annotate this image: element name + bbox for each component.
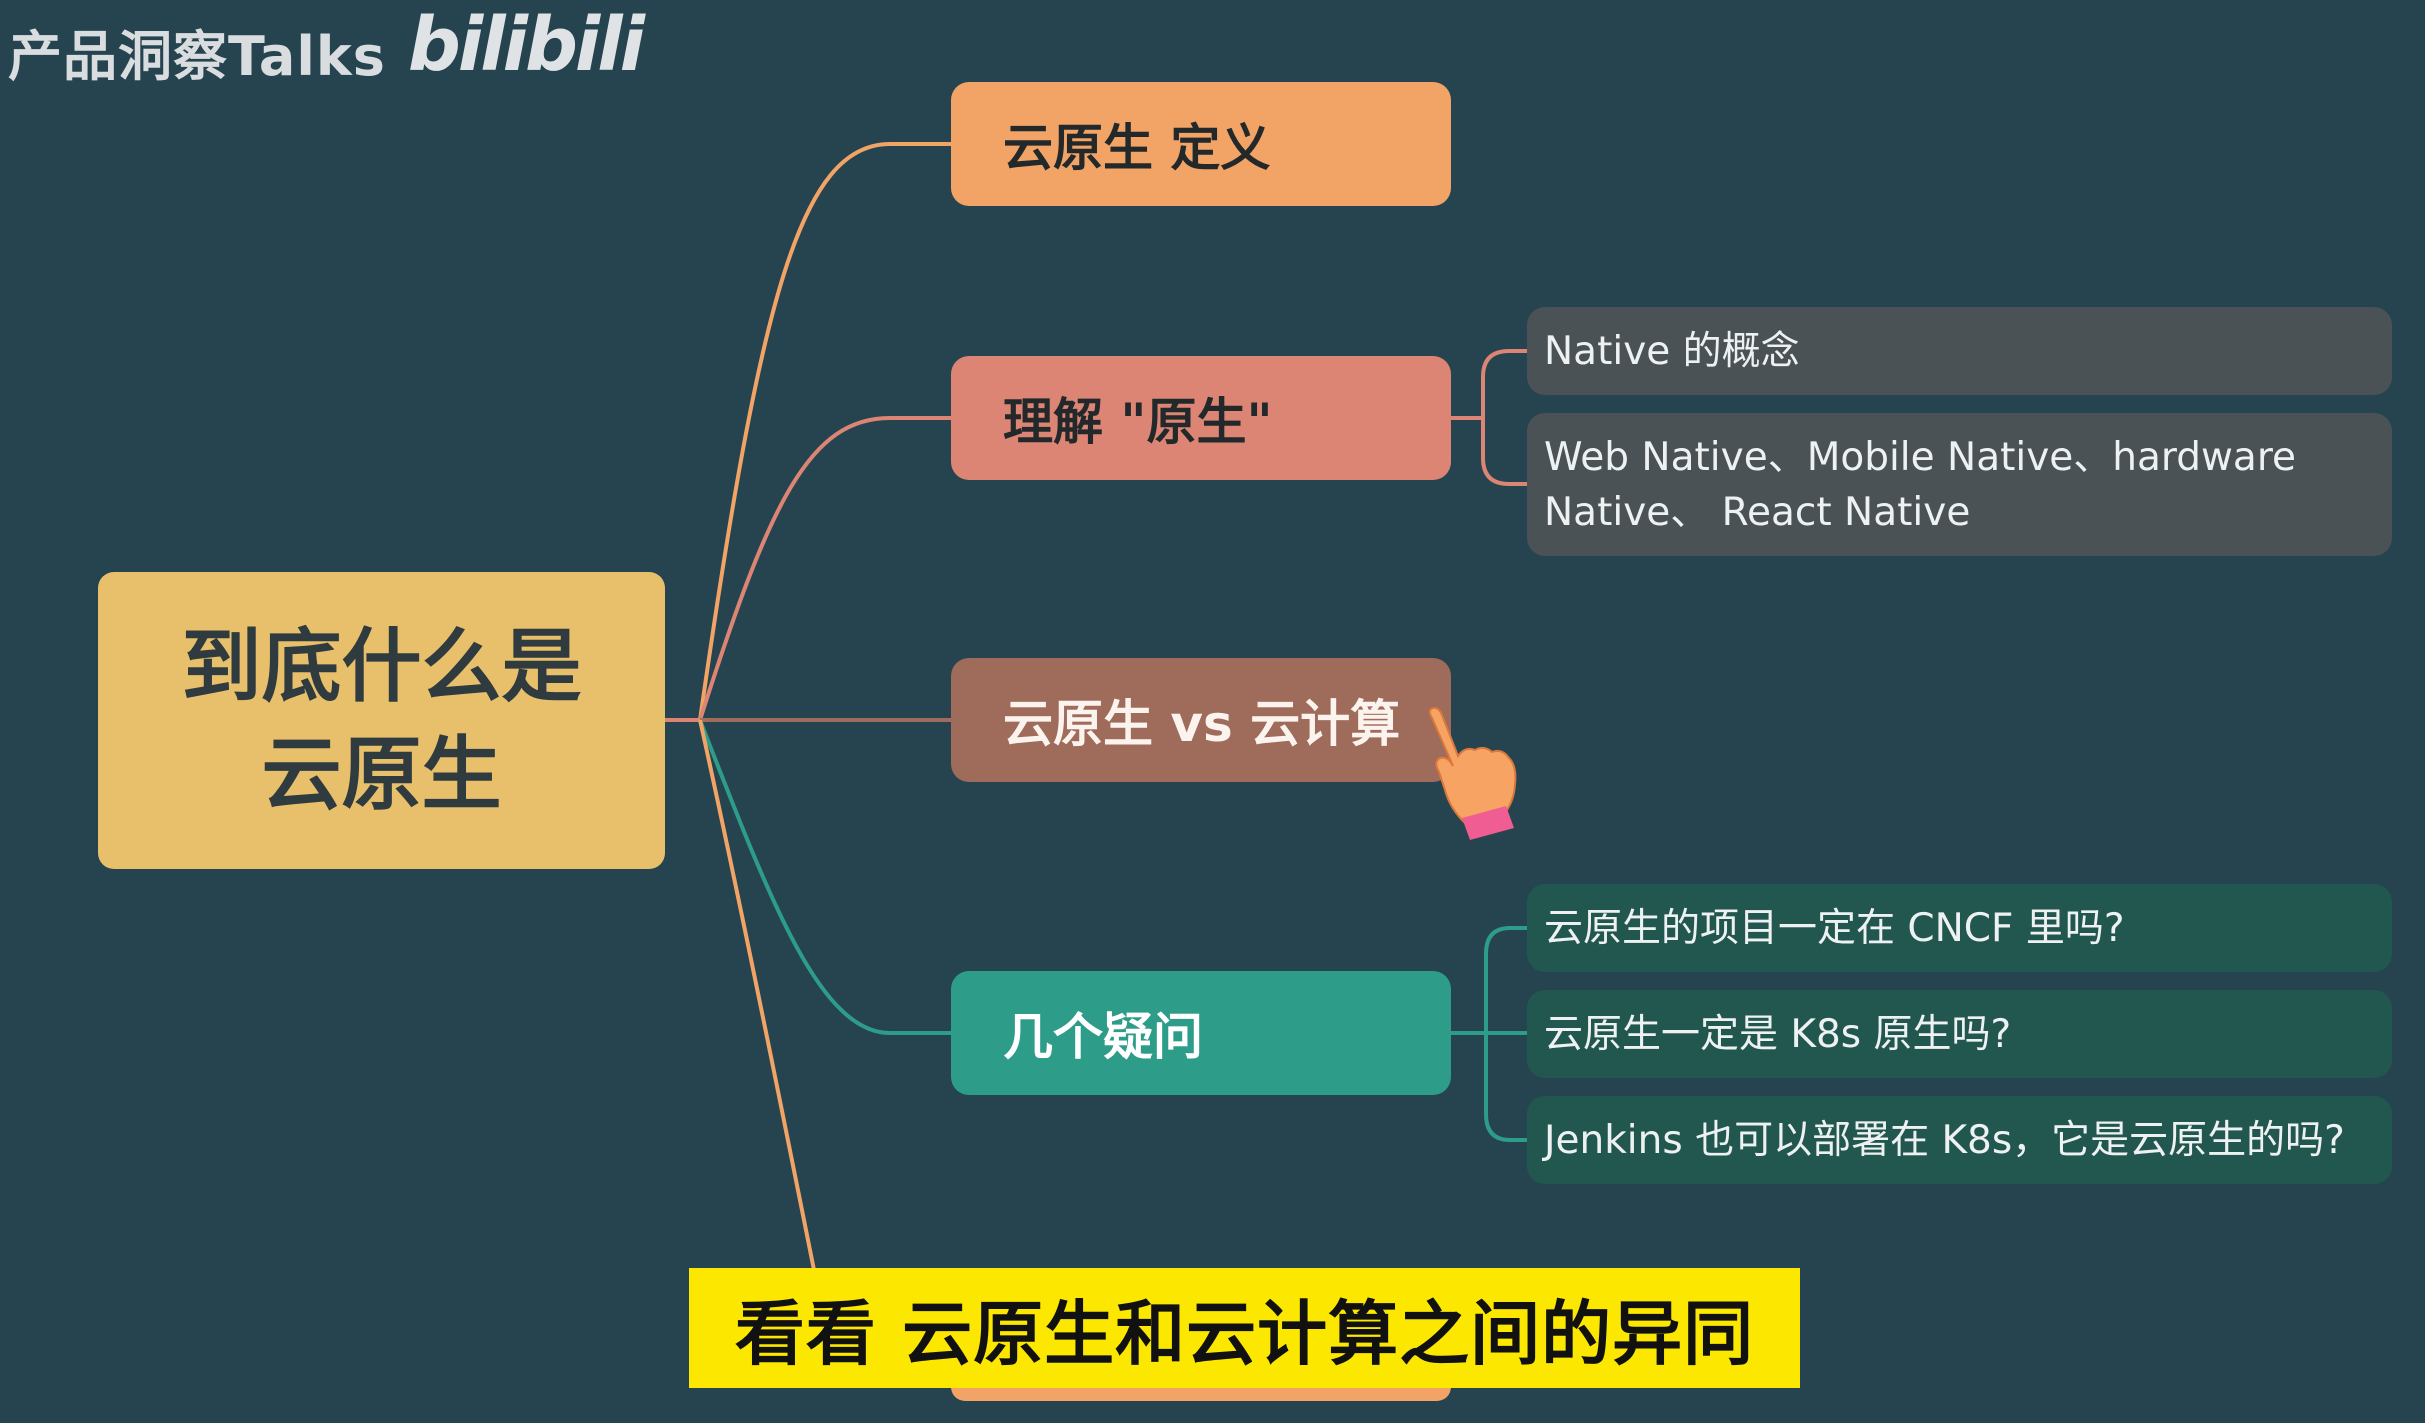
branch-label: 理解 "原生" <box>1003 393 1273 451</box>
connector-branch-1 <box>698 142 951 721</box>
branch-node-definition[interactable]: 云原生 定义 <box>951 82 1451 206</box>
video-subtitle: 看看 云原生和云计算之间的异同 <box>689 1268 1800 1388</box>
connector-branch-4 <box>698 719 951 1035</box>
root-title-line-2: 云原生 <box>261 727 502 821</box>
root-title-line-1: 到底什么是 <box>181 619 582 713</box>
branch-node-cloud-native-vs-cloud-computing[interactable]: 云原生 vs 云计算 <box>951 658 1451 782</box>
leaf-node-question-k8s[interactable]: 云原生一定是 K8s 原生吗? <box>1527 990 2392 1078</box>
leaf-label: 云原生一定是 K8s 原生吗? <box>1544 1011 2012 1057</box>
connector-branch-5 <box>698 719 822 1301</box>
branch-label: 几个疑问 <box>1003 1008 1203 1066</box>
bilibili-logo: bilibili <box>407 1 645 88</box>
root-node[interactable]: 到底什么是 云原生 <box>98 572 665 869</box>
leaf-node-question-cncf[interactable]: 云原生的项目一定在 CNCF 里吗? <box>1527 884 2392 972</box>
connector-branch-2 <box>698 416 951 721</box>
leaf-label: Jenkins 也可以部署在 K8s，它是云原生的吗? <box>1544 1117 2345 1163</box>
connector-leaf-2-2 <box>1481 418 1527 486</box>
branch-node-questions[interactable]: 几个疑问 <box>951 971 1451 1095</box>
leaf-node-native-concept[interactable]: Native 的概念 <box>1527 307 2392 395</box>
branch-label: 云原生 定义 <box>1003 119 1271 177</box>
connector-leaf-4-3 <box>1484 1033 1527 1142</box>
connector-leaf-4-1 <box>1484 926 1527 1033</box>
channel-watermark: 产品洞察Talks bilibili <box>8 2 645 91</box>
leaf-node-native-examples[interactable]: Web Native、Mobile Native、hardware Native… <box>1527 413 2392 556</box>
leaf-label: Native 的概念 <box>1544 328 1800 374</box>
leaf-label: 云原生的项目一定在 CNCF 里吗? <box>1544 905 2125 951</box>
pointing-hand-icon <box>1428 706 1517 840</box>
channel-name: 产品洞察Talks <box>8 25 386 88</box>
connector-leaf-2-1 <box>1451 349 1527 420</box>
branch-label: 云原生 vs 云计算 <box>1003 695 1401 753</box>
leaf-node-question-jenkins[interactable]: Jenkins 也可以部署在 K8s，它是云原生的吗? <box>1527 1096 2392 1184</box>
branch-node-understanding-native[interactable]: 理解 "原生" <box>951 356 1451 480</box>
leaf-label: Web Native、Mobile Native、hardware Native… <box>1544 434 2296 535</box>
